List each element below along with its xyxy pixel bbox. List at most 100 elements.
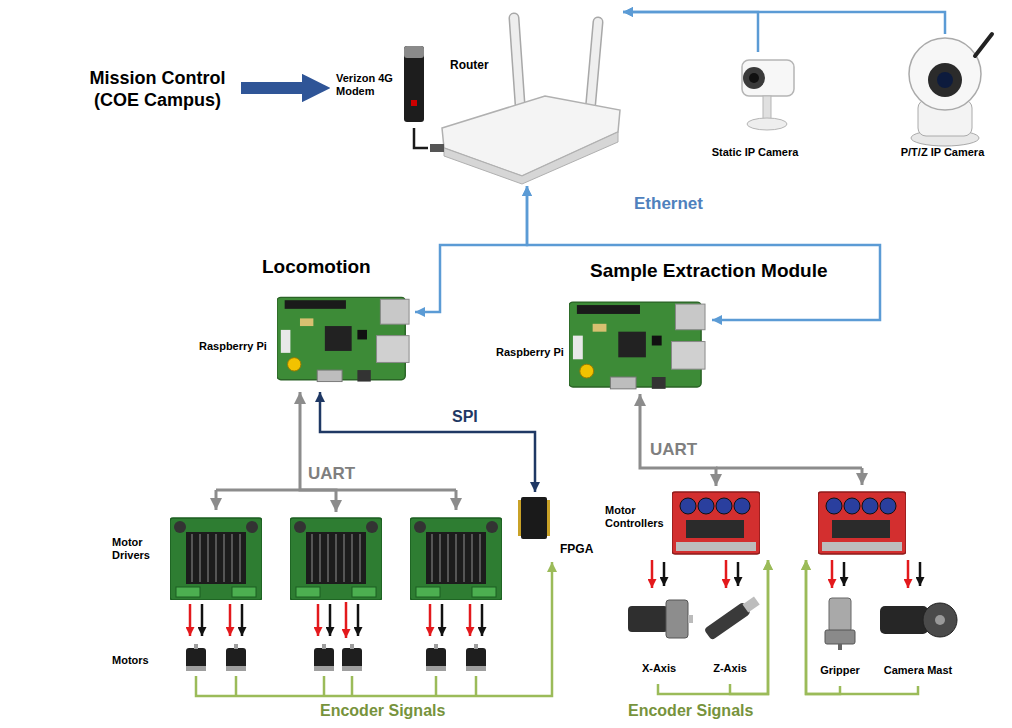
actuator-icon	[704, 602, 751, 641]
connector	[640, 394, 716, 486]
router-icon	[514, 18, 520, 104]
node-label: Verizon 4G Modem	[336, 72, 402, 98]
camera-icon	[763, 96, 771, 120]
motor-controller-board	[818, 492, 906, 554]
power-wire	[329, 604, 332, 636]
modem-icon	[411, 100, 417, 106]
power-wire	[201, 604, 204, 636]
camera-icon	[743, 67, 765, 89]
node-label: Router	[450, 58, 510, 72]
node-label: Motor Drivers	[112, 536, 168, 562]
raspberry-pi-board	[569, 302, 705, 389]
motor-icon	[342, 644, 362, 671]
node-label: Motors	[112, 654, 162, 667]
connector	[345, 602, 348, 638]
ptz-camera-icon	[937, 72, 953, 88]
power-wire	[189, 604, 192, 636]
ptz-camera-icon	[909, 34, 992, 146]
fpga-chip	[521, 497, 547, 539]
driver-node: Motor Drivers	[108, 512, 508, 602]
actuator-icon	[628, 606, 668, 632]
section-heading: Locomotion	[262, 256, 371, 278]
motor-controller-board	[672, 492, 760, 554]
signal-label: UART	[306, 464, 357, 484]
actuator-icon	[923, 603, 957, 637]
raspberry-pi-board	[277, 297, 409, 381]
fpga-chip	[518, 497, 550, 539]
node-label: Gripper	[812, 664, 868, 677]
connector	[241, 82, 316, 94]
fpga-chip	[547, 500, 550, 536]
camera-icon	[742, 60, 794, 96]
connector	[414, 128, 428, 148]
fpga-chip	[518, 500, 521, 536]
connector	[725, 560, 728, 588]
node-label: Motor Controllers	[605, 504, 673, 530]
actuator-icon	[704, 595, 761, 641]
modem-node: Verizon 4G Modem	[330, 42, 426, 128]
router-icon	[444, 132, 618, 184]
actuator-icon	[688, 615, 693, 623]
node-label: Mission Control (COE Campus)	[75, 68, 240, 111]
computer-node: Raspberry Pi	[195, 286, 415, 392]
motor-icon	[186, 644, 486, 671]
power-wire	[663, 562, 666, 586]
connector	[623, 12, 758, 52]
connector	[196, 562, 552, 696]
power-wire	[737, 562, 740, 586]
node-label: X-Axis	[622, 662, 696, 675]
node-label: Raspberry Pi	[496, 346, 572, 359]
signal-label: Ethernet	[632, 194, 705, 214]
motor-driver-board	[170, 518, 502, 600]
ptz-camera-icon	[975, 34, 992, 56]
encoder-wire	[196, 676, 476, 696]
motor-icon	[426, 644, 446, 671]
motor-icon	[466, 644, 486, 671]
modem-icon	[404, 46, 424, 122]
fpga-node: FPGA	[516, 492, 599, 562]
actuator-icon	[838, 644, 842, 650]
node-label: P/T/Z IP Camera	[880, 146, 1005, 159]
motor-icon	[314, 644, 334, 671]
router-icon	[430, 144, 444, 152]
camera-icon	[742, 60, 794, 130]
uart-branch	[215, 490, 218, 510]
power-wire	[241, 604, 244, 636]
power-wire	[357, 604, 360, 636]
ptz-camera-icon	[909, 38, 981, 110]
actuator-icon	[880, 606, 928, 634]
actuator-icon	[666, 600, 688, 638]
actuator-node: Z-Axis	[702, 588, 759, 684]
router-icon	[590, 22, 598, 112]
connector	[831, 560, 834, 588]
signal-label: SPI	[450, 408, 480, 426]
origin-node: Mission Control (COE Campus)	[75, 64, 241, 116]
connector	[623, 12, 945, 34]
power-wire	[843, 562, 846, 586]
router-icon	[590, 22, 598, 112]
motor-controller-board	[672, 492, 906, 554]
router-icon	[430, 18, 620, 184]
actuator-node: Camera Mast	[872, 588, 965, 686]
power-wire	[481, 604, 484, 636]
actuator-node: Gripper	[812, 588, 869, 686]
node-label: Z-Axis	[702, 662, 758, 675]
motor-node: Motors	[108, 638, 508, 686]
power-wire	[229, 604, 232, 636]
computer-node: Raspberry Pi	[492, 292, 712, 394]
signal-label: UART	[648, 440, 699, 460]
controller-node: Motor Controllers	[603, 486, 908, 560]
encoder-wire	[196, 676, 476, 696]
connector	[907, 560, 910, 588]
node-label: Raspberry Pi	[199, 340, 275, 353]
actuator-icon	[825, 630, 855, 644]
motor-icon	[226, 644, 246, 671]
section-heading: Sample Extraction Module	[590, 260, 828, 282]
uart-branch	[455, 490, 458, 510]
actuator-icon	[829, 598, 851, 632]
uart-branch	[716, 467, 862, 470]
power-wire	[441, 604, 444, 636]
actuator-icon	[935, 615, 945, 625]
power-wire	[190, 562, 920, 636]
